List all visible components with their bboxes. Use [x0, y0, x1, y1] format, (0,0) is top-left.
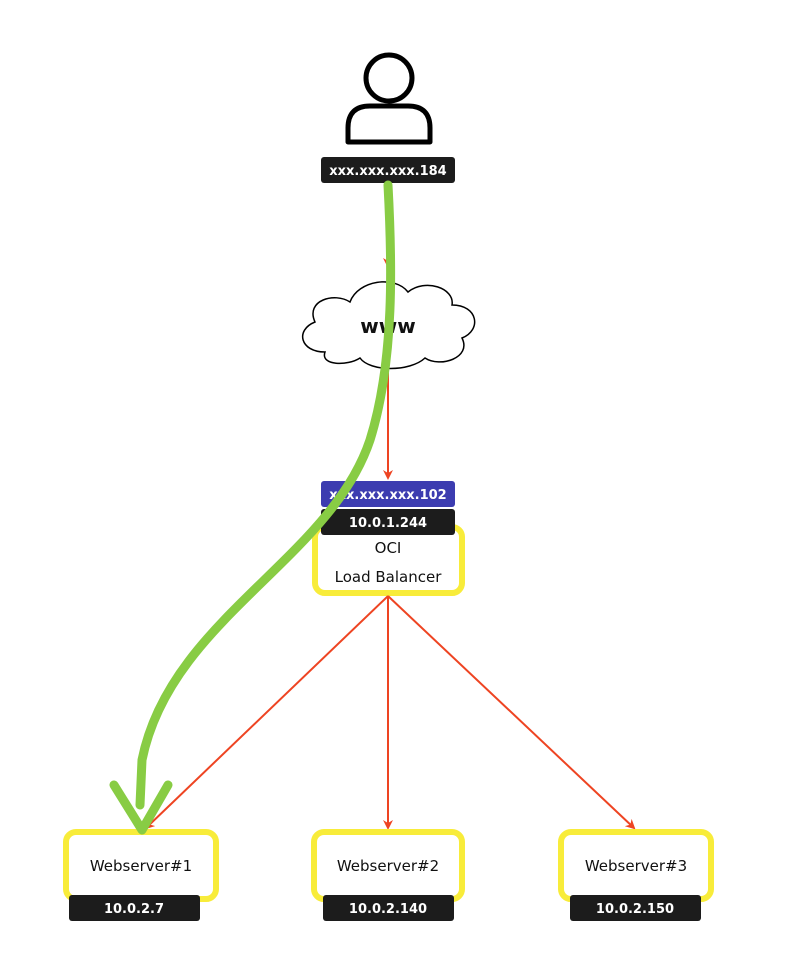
webserver-3-name: Webserver#3 — [585, 857, 687, 875]
arrow-lb-to-webserver-3 — [387, 595, 636, 830]
lb-private-ip-text: 10.0.1.244 — [349, 516, 427, 531]
lb-private-ip-label: 10.0.1.244 — [321, 509, 455, 535]
user-ip-label: xxx.xxx.xxx.184 — [321, 157, 455, 183]
traffic-path-arrowhead — [109, 780, 173, 835]
lb-name-line1: OCI — [375, 539, 402, 557]
webserver-3-ip: 10.0.2.150 — [596, 902, 674, 917]
lb-name-line2: Load Balancer — [335, 568, 443, 586]
webserver-1-node: Webserver#1 10.0.2.7 — [63, 829, 219, 921]
webserver-3-node: Webserver#3 10.0.2.150 — [558, 829, 714, 921]
webserver-2-name: Webserver#2 — [337, 857, 439, 875]
lb-public-ip-text: xxx.xxx.xxx.102 — [329, 488, 446, 503]
webserver-1-name: Webserver#1 — [90, 857, 192, 875]
user-ip-text: xxx.xxx.xxx.184 — [329, 164, 446, 179]
load-balancer-node: OCI Load Balancer — [312, 524, 465, 596]
traffic-path-line — [135, 180, 396, 810]
webserver-1-ip: 10.0.2.7 — [104, 902, 164, 917]
traffic-path — [109, 180, 396, 835]
webserver-3-ip-bg — [570, 895, 701, 921]
user-ip-label-bg — [321, 157, 455, 183]
webserver-1-ip-bg — [69, 895, 200, 921]
lb-public-ip-label: xxx.xxx.xxx.102 — [321, 481, 455, 507]
webserver-2-node: Webserver#2 10.0.2.140 — [311, 829, 465, 921]
webserver-2-ip: 10.0.2.140 — [349, 902, 427, 917]
webserver-2-ip-bg — [323, 895, 454, 921]
lb-public-ip-bg — [321, 481, 455, 507]
lb-private-ip-bg — [321, 509, 455, 535]
arrow-lb-to-webserver-1 — [144, 595, 389, 830]
user-icon — [345, 52, 433, 145]
